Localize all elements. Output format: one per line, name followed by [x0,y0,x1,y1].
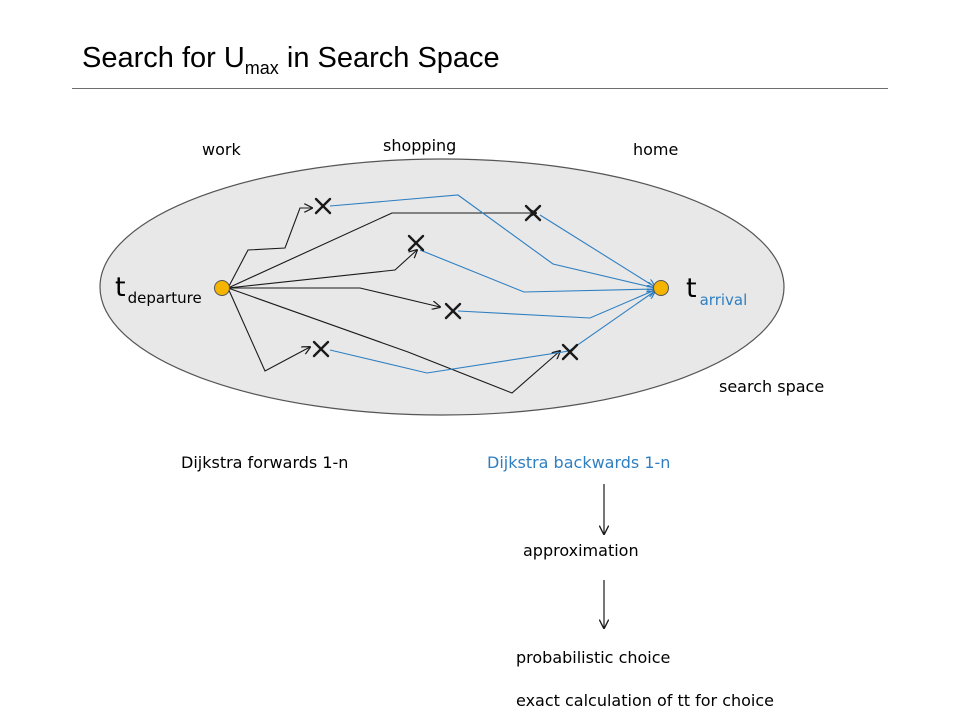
forward-path [227,287,310,372]
cross-icon [561,343,579,361]
backward-path [457,290,655,319]
cross-icon [407,234,425,252]
dijkstra-forwards-label: Dijkstra forwards 1-n [181,453,348,472]
title-rest: in Search Space [278,42,500,74]
title-subscript: max [244,58,279,78]
candidate-crosses [312,197,579,361]
forward-path [227,250,417,289]
t-departure-base: t [115,272,126,303]
cross-icon [524,204,542,222]
forward-path [227,208,312,289]
title-main: Search for U [82,42,245,74]
step-approximation: approximation [523,541,639,560]
forward-path [228,287,440,307]
label-shopping: shopping [383,136,456,155]
step-probabilistic-choice: probabilistic choice [516,648,670,667]
backward-path [539,214,655,287]
cross-icon [314,197,332,215]
t-departure-sub: departure [128,289,202,307]
label-home: home [633,140,678,159]
label-work: work [202,140,241,159]
cross-icon [444,302,462,320]
backward-path [329,291,655,374]
step-exact-calculation: exact calculation of tt for choice [516,691,774,710]
t-arrival-sub: arrival [700,291,748,309]
search-space-ellipse [99,158,785,416]
t-arrival-base: t [686,273,697,304]
label-search-space: search space [719,377,824,396]
forward-path [227,287,560,394]
backward-path [329,194,655,288]
arrival-node [653,280,669,296]
slide-title: Search for Umax in Search Space [82,42,500,79]
forward-path [227,213,536,289]
cross-icon [312,340,330,358]
dijkstra-backwards-label: Dijkstra backwards 1-n [487,453,670,472]
title-divider [72,88,888,89]
backward-paths [329,194,655,374]
forward-paths [227,208,560,394]
departure-node [214,280,230,296]
backward-path [419,249,655,292]
